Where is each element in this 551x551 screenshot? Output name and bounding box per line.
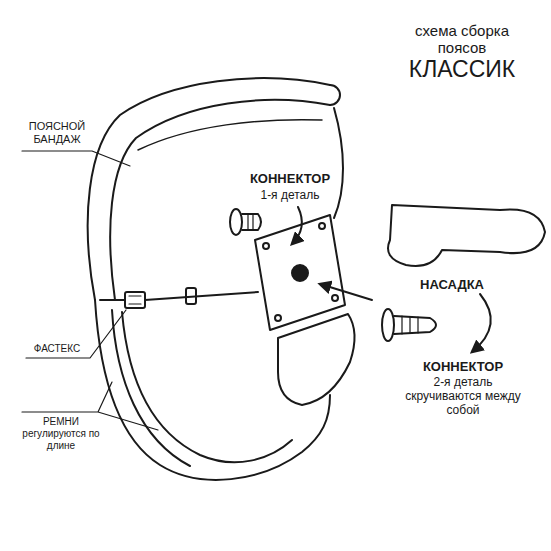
part-note: регулируются по длине [18, 428, 104, 451]
band-end [330, 85, 340, 105]
fastex-buckle [125, 292, 145, 308]
part-label: РЕМНИ [18, 416, 104, 428]
lower-outline [95, 300, 330, 480]
part-note: 2-я деталь скручиваются между собой [398, 376, 528, 417]
front-strap [145, 292, 258, 300]
callout-arrow [472, 294, 491, 352]
connector-disc [230, 209, 242, 235]
rivet [319, 223, 325, 229]
attachment [388, 205, 545, 266]
rivet [332, 295, 338, 301]
fastex-detail [129, 296, 141, 304]
side-strap [334, 108, 343, 218]
product-name: КЛАССИК [392, 56, 532, 82]
part-label: ПОЯСНОЙ БАНДАЖ [20, 120, 94, 145]
leader-line [22, 382, 158, 430]
rivet [263, 243, 269, 249]
assembly-arrow [320, 284, 372, 300]
leader-line [22, 151, 130, 166]
part-label: НАСАДКА [402, 278, 502, 293]
part-label: КОННЕКТОР [228, 172, 352, 187]
strap-slider [186, 288, 196, 304]
callout-arrow [292, 207, 302, 244]
leg-strap [122, 312, 292, 462]
connector-thread [402, 316, 418, 334]
part-label: ФАСТЕКС [22, 343, 92, 355]
band-fold [138, 120, 322, 150]
connector-disc [382, 309, 394, 341]
rivet [275, 315, 281, 321]
connector-stem [394, 316, 436, 334]
part-label: КОННЕКТОР [398, 360, 528, 375]
panel-hole [292, 265, 308, 281]
title-text: схема сборка поясов [400, 22, 524, 57]
connector-stem [242, 214, 261, 230]
part-note: 1-я деталь [228, 189, 352, 203]
connector-thread [248, 214, 253, 230]
lower-pad [278, 314, 355, 405]
front-strap [100, 299, 125, 301]
